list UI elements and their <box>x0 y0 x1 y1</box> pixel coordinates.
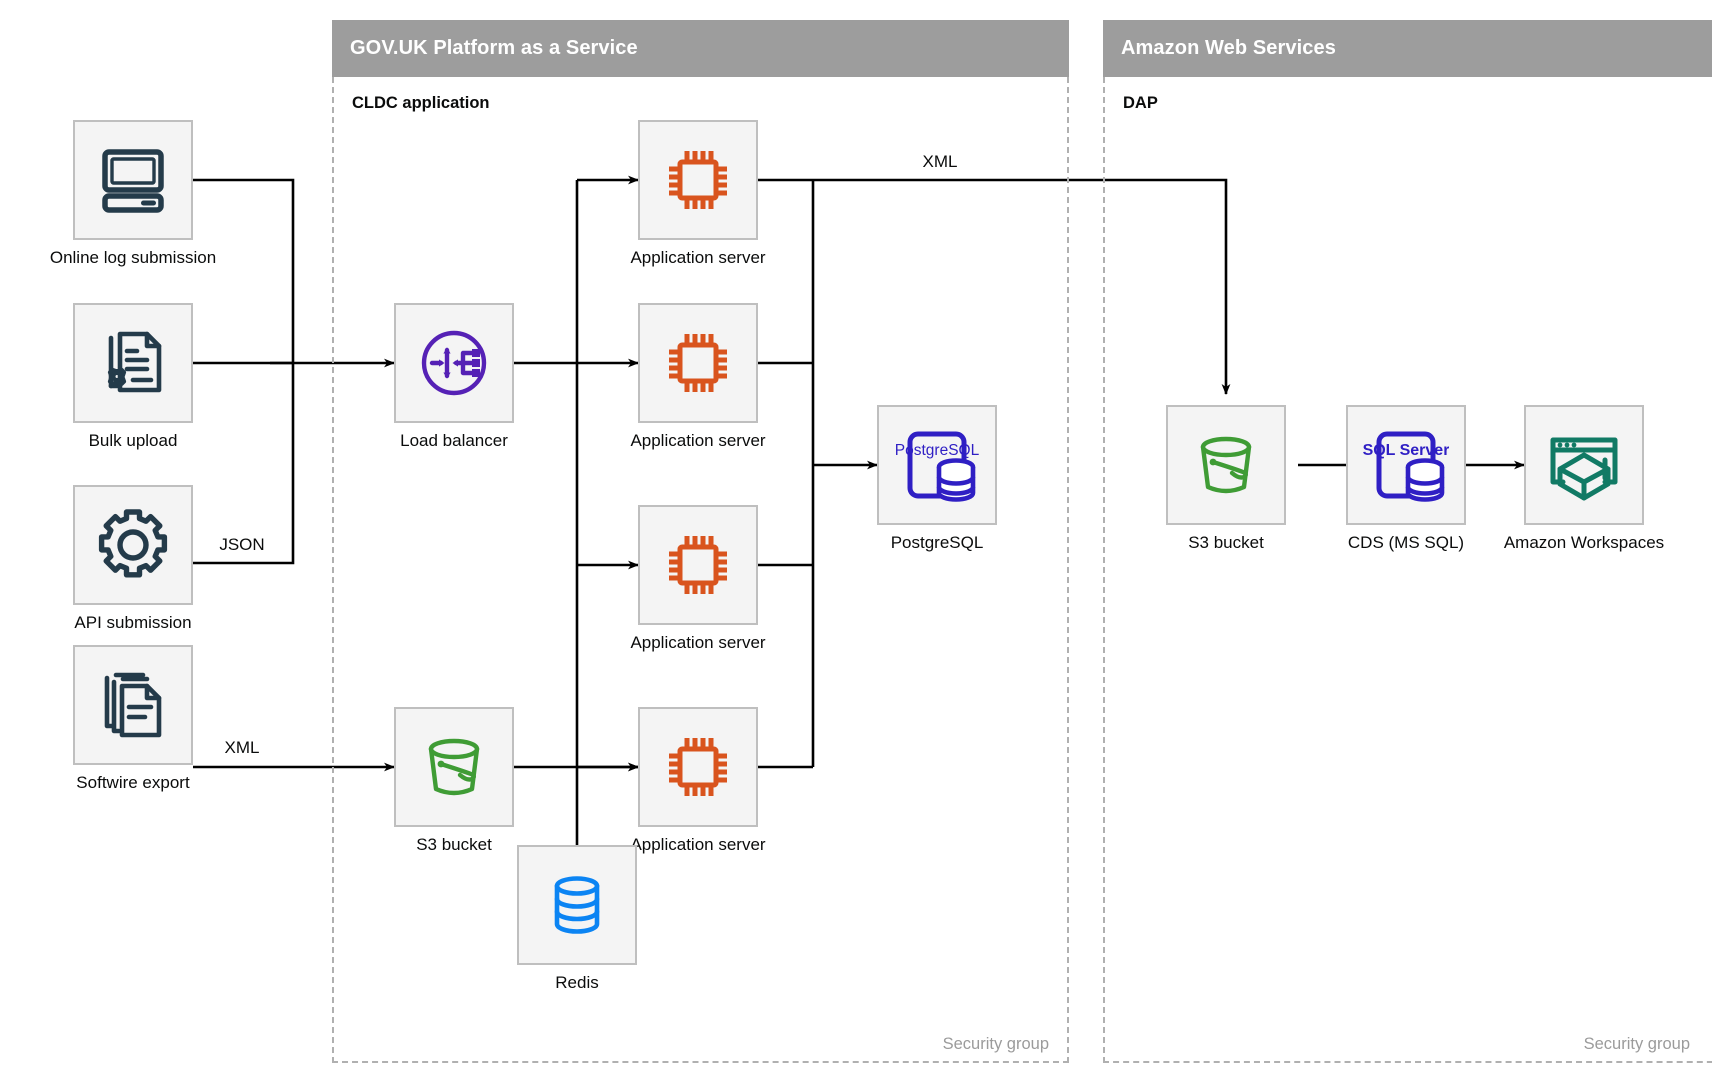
sql-server-icon: SQL Server <box>1363 422 1449 508</box>
node-label: PostgreSQL <box>890 533 984 552</box>
node-amazon-workspaces[interactable]: Amazon Workspaces <box>1504 405 1664 552</box>
document-stack-icon <box>95 667 171 743</box>
node-label: API submission <box>74 613 192 632</box>
node-app-server-2[interactable]: Application server <box>630 303 766 450</box>
node-label: Application server <box>630 431 766 450</box>
node-box: SQL Server <box>1346 405 1466 525</box>
node-label: Online log submission <box>49 248 217 267</box>
bucket-icon <box>414 727 494 807</box>
group-header-aws-label: Amazon Web Services <box>1121 37 1336 59</box>
document-gear-icon <box>95 325 171 401</box>
group-sublabel-dap: DAP <box>1123 94 1158 112</box>
cpu-chip-icon <box>658 525 738 605</box>
edge-label-xml-out: XML <box>922 152 958 171</box>
node-label: Application server <box>630 248 766 267</box>
node-s3-bucket-paas[interactable]: S3 bucket <box>394 707 514 854</box>
edge-label-xml-in: XML <box>224 738 260 757</box>
node-box <box>638 303 758 423</box>
node-box <box>394 707 514 827</box>
workspaces-icon <box>1543 424 1625 506</box>
node-label: CDS (MS SQL) <box>1347 533 1465 552</box>
node-label: Amazon Workspaces <box>1503 533 1665 552</box>
node-app-server-3[interactable]: Application server <box>630 505 766 652</box>
sql-server-badge-text: SQL Server <box>1363 442 1449 459</box>
cpu-chip-icon <box>658 323 738 403</box>
group-body-aws <box>1103 77 1712 1063</box>
group-footlabel-aws-security: Security group <box>1583 1035 1690 1053</box>
node-box <box>638 707 758 827</box>
node-box <box>1166 405 1286 525</box>
node-s3-bucket-aws[interactable]: S3 bucket <box>1166 405 1286 552</box>
node-box <box>517 845 637 965</box>
node-box <box>73 303 193 423</box>
node-label: S3 bucket <box>416 835 492 854</box>
node-load-balancer[interactable]: Load balancer <box>394 303 514 450</box>
load-balancer-icon <box>413 322 495 404</box>
database-icon <box>541 869 613 941</box>
group-body-paas <box>332 77 1069 1063</box>
node-box <box>638 120 758 240</box>
cpu-chip-icon <box>658 140 738 220</box>
gear-icon <box>94 506 172 584</box>
node-label: Redis <box>555 973 599 992</box>
postgresql-icon: PostgreSQL <box>894 422 980 508</box>
node-box <box>1524 405 1644 525</box>
desktop-computer-icon <box>95 142 171 218</box>
node-box <box>638 505 758 625</box>
node-postgresql[interactable]: PostgreSQL PostgreSQL <box>877 405 997 552</box>
group-footlabel-paas-security: Security group <box>942 1035 1049 1053</box>
node-bulk-upload[interactable]: Bulk upload <box>73 303 193 450</box>
node-label: Load balancer <box>400 431 508 450</box>
node-app-server-1[interactable]: Application server <box>630 120 766 267</box>
edge-label-json: JSON <box>219 535 265 554</box>
node-label: Application server <box>630 633 766 652</box>
postgresql-badge-text: PostgreSQL <box>895 442 980 459</box>
bucket-icon <box>1186 425 1266 505</box>
node-box <box>73 645 193 765</box>
node-label: Application server <box>630 835 766 854</box>
node-online-log-submission[interactable]: Online log submission <box>50 120 216 267</box>
group-header-paas: GOV.UK Platform as a Service <box>332 20 1069 77</box>
node-cds-ms-sql[interactable]: SQL Server CDS (MS SQL) <box>1346 405 1466 552</box>
node-api-submission[interactable]: API submission <box>73 485 193 632</box>
cpu-chip-icon <box>658 727 738 807</box>
group-header-paas-label: GOV.UK Platform as a Service <box>350 37 638 59</box>
node-app-server-4[interactable]: Application server <box>630 707 766 854</box>
node-softwire-export[interactable]: Softwire export <box>73 645 193 792</box>
group-header-aws: Amazon Web Services <box>1103 20 1712 77</box>
node-label: Bulk upload <box>88 431 178 450</box>
node-box <box>73 485 193 605</box>
node-box: PostgreSQL <box>877 405 997 525</box>
node-redis[interactable]: Redis <box>517 845 637 992</box>
group-sublabel-cldc: CLDC application <box>352 94 490 112</box>
node-label: S3 bucket <box>1188 533 1264 552</box>
node-box <box>394 303 514 423</box>
node-label: Softwire export <box>76 773 190 792</box>
node-box <box>73 120 193 240</box>
